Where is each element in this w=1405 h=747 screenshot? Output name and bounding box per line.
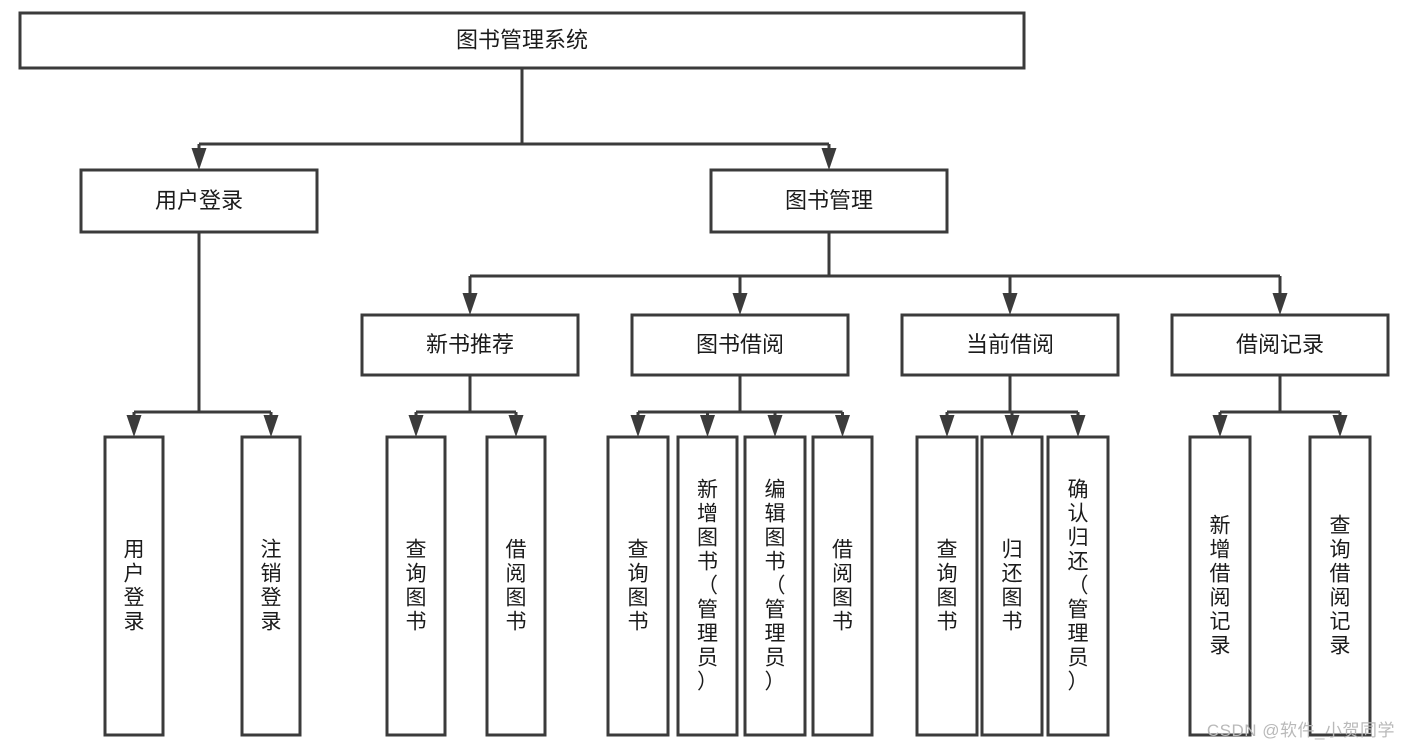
node-label-leaf3: 查询图书 <box>406 539 427 634</box>
node-box-leaf7[interactable] <box>743 435 807 737</box>
node-box-leaf2[interactable] <box>240 435 302 737</box>
node-box-leaf11[interactable] <box>1046 435 1110 737</box>
node-leaf8[interactable]: 借阅图书 <box>811 435 874 737</box>
node-label-root: 图书管理系统 <box>456 27 588 52</box>
csdn-watermark: CSDN @软件_小贺同学 <box>1206 721 1395 740</box>
node-leaf2[interactable]: 注销登录 <box>240 435 302 737</box>
node-borrow[interactable]: 图书借阅 <box>630 313 850 377</box>
node-label-leaf4: 借阅图书 <box>506 539 527 634</box>
node-box-leaf5[interactable] <box>606 435 670 737</box>
edges-layer <box>126 68 1348 437</box>
edge-group-records <box>1212 375 1348 437</box>
node-label-leaf11: 确认归还（管理员） <box>1068 479 1089 694</box>
node-label-newbook: 新书推荐 <box>426 332 514 357</box>
node-leaf5[interactable]: 查询图书 <box>606 435 670 737</box>
node-label-borrow: 图书借阅 <box>696 332 784 357</box>
node-box-leaf1[interactable] <box>103 435 165 737</box>
node-box-current[interactable] <box>900 313 1120 377</box>
node-box-newbook[interactable] <box>360 313 580 377</box>
node-box-leaf10[interactable] <box>980 435 1044 737</box>
edge-group-bookmgmt <box>462 232 1288 315</box>
node-bookmgmt[interactable]: 图书管理 <box>709 168 949 234</box>
node-leaf11[interactable]: 确认归还（管理员） <box>1046 435 1110 737</box>
node-newbook[interactable]: 新书推荐 <box>360 313 580 377</box>
node-leaf3[interactable]: 查询图书 <box>385 435 447 737</box>
node-box-bookmgmt[interactable] <box>709 168 949 234</box>
node-box-root[interactable] <box>18 11 1026 70</box>
node-current[interactable]: 当前借阅 <box>900 313 1120 377</box>
node-label-leaf12: 新增借阅记录 <box>1210 515 1231 658</box>
edge-group-login <box>126 232 279 437</box>
node-label-leaf5: 查询图书 <box>628 539 649 634</box>
node-label-leaf8: 借阅图书 <box>832 539 853 634</box>
node-box-borrow[interactable] <box>630 313 850 377</box>
node-box-login[interactable] <box>79 168 319 234</box>
node-box-leaf3[interactable] <box>385 435 447 737</box>
node-leaf6[interactable]: 新增图书（管理员） <box>676 435 739 737</box>
node-root[interactable]: 图书管理系统 <box>18 11 1026 70</box>
node-box-leaf9[interactable] <box>915 435 979 737</box>
node-leaf7[interactable]: 编辑图书（管理员） <box>743 435 807 737</box>
node-label-current: 当前借阅 <box>966 332 1054 357</box>
node-box-leaf4[interactable] <box>485 435 547 737</box>
nodes-layer: 图书管理系统用户登录图书管理新书推荐图书借阅当前借阅借阅记录用户登录注销登录查询… <box>18 11 1390 737</box>
node-label-bookmgmt: 图书管理 <box>785 188 873 213</box>
node-leaf4[interactable]: 借阅图书 <box>485 435 547 737</box>
node-box-leaf13[interactable] <box>1308 435 1372 737</box>
edge-group-newbook <box>408 375 524 437</box>
node-label-leaf7: 编辑图书（管理员） <box>765 479 786 694</box>
node-box-leaf8[interactable] <box>811 435 874 737</box>
node-label-leaf1: 用户登录 <box>124 539 145 634</box>
node-label-leaf10: 归还图书 <box>1002 539 1023 634</box>
node-leaf1[interactable]: 用户登录 <box>103 435 165 737</box>
edge-group-borrow <box>630 375 850 437</box>
edge-group-current <box>939 375 1086 437</box>
node-label-leaf9: 查询图书 <box>937 539 958 634</box>
node-label-leaf2: 注销登录 <box>261 539 282 634</box>
node-label-leaf6: 新增图书（管理员） <box>697 479 718 694</box>
node-leaf12[interactable]: 新增借阅记录 <box>1188 435 1252 737</box>
node-label-records: 借阅记录 <box>1236 332 1324 357</box>
node-leaf9[interactable]: 查询图书 <box>915 435 979 737</box>
node-leaf10[interactable]: 归还图书 <box>980 435 1044 737</box>
node-leaf13[interactable]: 查询借阅记录 <box>1308 435 1372 737</box>
node-records[interactable]: 借阅记录 <box>1170 313 1390 377</box>
node-box-leaf12[interactable] <box>1188 435 1252 737</box>
node-label-leaf13: 查询借阅记录 <box>1330 515 1351 658</box>
node-label-login: 用户登录 <box>155 188 243 213</box>
node-login[interactable]: 用户登录 <box>79 168 319 234</box>
node-box-leaf6[interactable] <box>676 435 739 737</box>
node-box-records[interactable] <box>1170 313 1390 377</box>
edge-group-root <box>191 68 837 170</box>
